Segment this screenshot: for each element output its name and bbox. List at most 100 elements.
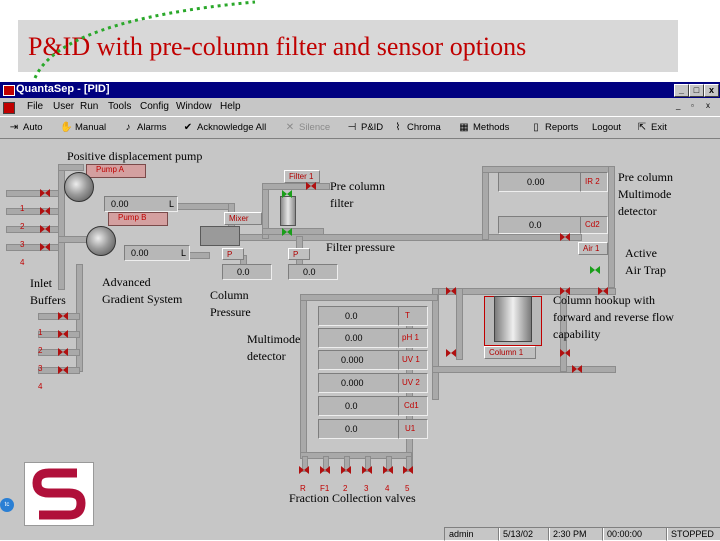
fraction-label-1: F1	[320, 484, 330, 493]
annotation-positive-displacement-pump: Positive displacement pump	[67, 149, 203, 163]
pipe-filter-bottom	[262, 228, 324, 235]
annotation-multimode-detector: Multimode detector	[247, 332, 301, 363]
filter-in-valve[interactable]	[282, 190, 292, 198]
column-bottom-right-valve[interactable]	[560, 349, 570, 357]
exit-icon: ⇱	[637, 122, 647, 133]
menu-help[interactable]: Help	[220, 101, 241, 112]
sensor-value-4: 0.0	[318, 396, 400, 416]
fraction-valve-1[interactable]	[320, 466, 330, 474]
pid-button[interactable]: ⊣P&ID	[347, 122, 384, 133]
acknowledge-all-button[interactable]: ✔Acknowledge All	[183, 122, 267, 133]
pid-icon: ⊣	[347, 122, 357, 133]
buffer-valve-3[interactable]	[58, 348, 68, 356]
sensor-label-3: UV 2	[398, 373, 428, 393]
air-trap-valve[interactable]	[590, 266, 600, 274]
inlet-valve-1[interactable]	[40, 189, 50, 197]
p-right-box: P	[288, 248, 310, 260]
inlet-valve-3[interactable]	[40, 225, 50, 233]
main-line-valve[interactable]	[560, 233, 570, 241]
close-button[interactable]: x	[704, 84, 719, 97]
exit-button[interactable]: ⇱Exit	[637, 122, 667, 133]
column-bottom-left-valve[interactable]	[446, 349, 456, 357]
decorative-dotted-arc	[33, 0, 256, 79]
doc-icon[interactable]	[3, 102, 15, 114]
column-top-left-valve[interactable]	[446, 287, 456, 295]
mixer-block[interactable]	[200, 226, 240, 246]
pump-b-header	[108, 212, 168, 226]
status-elapsed: 00:00:00	[602, 527, 668, 541]
column-label-box: Column 1	[484, 346, 536, 359]
annotation-filter-pressure: Filter pressure	[326, 240, 395, 254]
app-icon	[3, 85, 15, 96]
bypass-valve[interactable]	[572, 365, 582, 373]
buffer-number-3: 3	[38, 364, 43, 373]
buffer-valve-1[interactable]	[58, 312, 68, 320]
fraction-valve-r[interactable]	[299, 466, 309, 474]
pipe-inlet-a1	[6, 190, 60, 197]
pipe-inlet-a3	[6, 226, 60, 233]
pump-a-icon[interactable]	[64, 172, 94, 202]
menu-run[interactable]: Run	[80, 101, 99, 112]
column-top-right-valve[interactable]	[560, 287, 570, 295]
minimize-button[interactable]: _	[674, 84, 689, 97]
child-minimize-button[interactable]: _	[676, 101, 681, 110]
buffer-valve-4[interactable]	[58, 366, 68, 374]
sensor-label-0: T	[398, 306, 428, 326]
reports-button[interactable]: ▯Reports	[530, 120, 578, 135]
fraction-label-3: 3	[364, 484, 369, 493]
child-close-button[interactable]: x	[706, 101, 710, 110]
inlet-number-2: 2	[20, 222, 25, 231]
menu-user[interactable]: User	[53, 101, 75, 112]
menu-config[interactable]: Config	[140, 101, 169, 112]
sensor-value-0: 0.0	[318, 306, 400, 326]
annotation-column-hookup: Column hookup with forward and reverse f…	[553, 293, 674, 341]
menu-file[interactable]: File	[27, 101, 44, 112]
child-restore-button[interactable]: ▫	[691, 101, 694, 110]
fraction-valve-5[interactable]	[403, 466, 413, 474]
buffer-valve-2[interactable]	[58, 330, 68, 338]
maximize-button[interactable]: □	[689, 84, 704, 97]
column-icon[interactable]	[494, 296, 532, 342]
pressure-left-field: 0.0	[222, 264, 272, 280]
annotation-advanced-gradient: Advanced Gradient System	[102, 275, 183, 306]
fraction-valve-2[interactable]	[341, 466, 351, 474]
buffer-number-2: 2	[38, 346, 43, 355]
chroma-button[interactable]: ⌇Chroma	[392, 120, 441, 135]
fraction-valve-4[interactable]	[383, 466, 393, 474]
filter-valve[interactable]	[306, 182, 316, 190]
silence-button[interactable]: ✕Silence	[285, 122, 331, 133]
chroma-icon: ⌇	[395, 122, 401, 133]
p-left-box: P	[222, 248, 244, 260]
logo-s-mark	[32, 468, 86, 520]
side-badge-icon: tc	[0, 498, 14, 512]
sensor-label-4: Cd1	[398, 396, 428, 416]
pipe-column-bottom	[432, 366, 616, 373]
pre-detector-label-field: IR 2	[580, 172, 608, 192]
sensor-label-1: pH 1	[398, 328, 428, 348]
menu-window[interactable]: Window	[176, 101, 212, 112]
air-outlet-valve[interactable]	[598, 287, 608, 295]
filter-body[interactable]	[280, 196, 296, 226]
manual-button[interactable]: ✋Manual	[60, 122, 107, 133]
auto-button[interactable]: ⇥Auto	[9, 122, 43, 133]
menu-tools[interactable]: Tools	[108, 101, 132, 112]
sensor-value-3: 0.000	[318, 373, 400, 393]
inlet-valve-2[interactable]	[40, 207, 50, 215]
pipe-column-left	[432, 288, 439, 400]
alarms-button[interactable]: ♪Alarms	[122, 120, 167, 135]
window-title: QuantaSep - [PID]	[16, 83, 110, 95]
sensor-value-1: 0.00	[318, 328, 400, 348]
bell-icon: ♪	[125, 122, 131, 133]
silence-icon: ✕	[285, 122, 295, 133]
filter-out-valve[interactable]	[282, 228, 292, 236]
inlet-valve-4[interactable]	[40, 243, 50, 251]
logout-button[interactable]: Logout	[592, 122, 622, 133]
pump-b-icon[interactable]	[86, 226, 116, 256]
fraction-valve-3[interactable]	[362, 466, 372, 474]
annotation-column-pressure: Column Pressure	[210, 288, 251, 319]
toolbar: ⇥Auto ✋Manual ♪Alarms ✔Acknowledge All ✕…	[0, 116, 720, 139]
status-time: 2:30 PM	[548, 527, 604, 541]
window-titlebar: QuantaSep - [PID] _ □ x	[0, 82, 720, 98]
inlet-number-4: 4	[20, 258, 25, 267]
methods-button[interactable]: ▦Methods	[459, 122, 510, 133]
